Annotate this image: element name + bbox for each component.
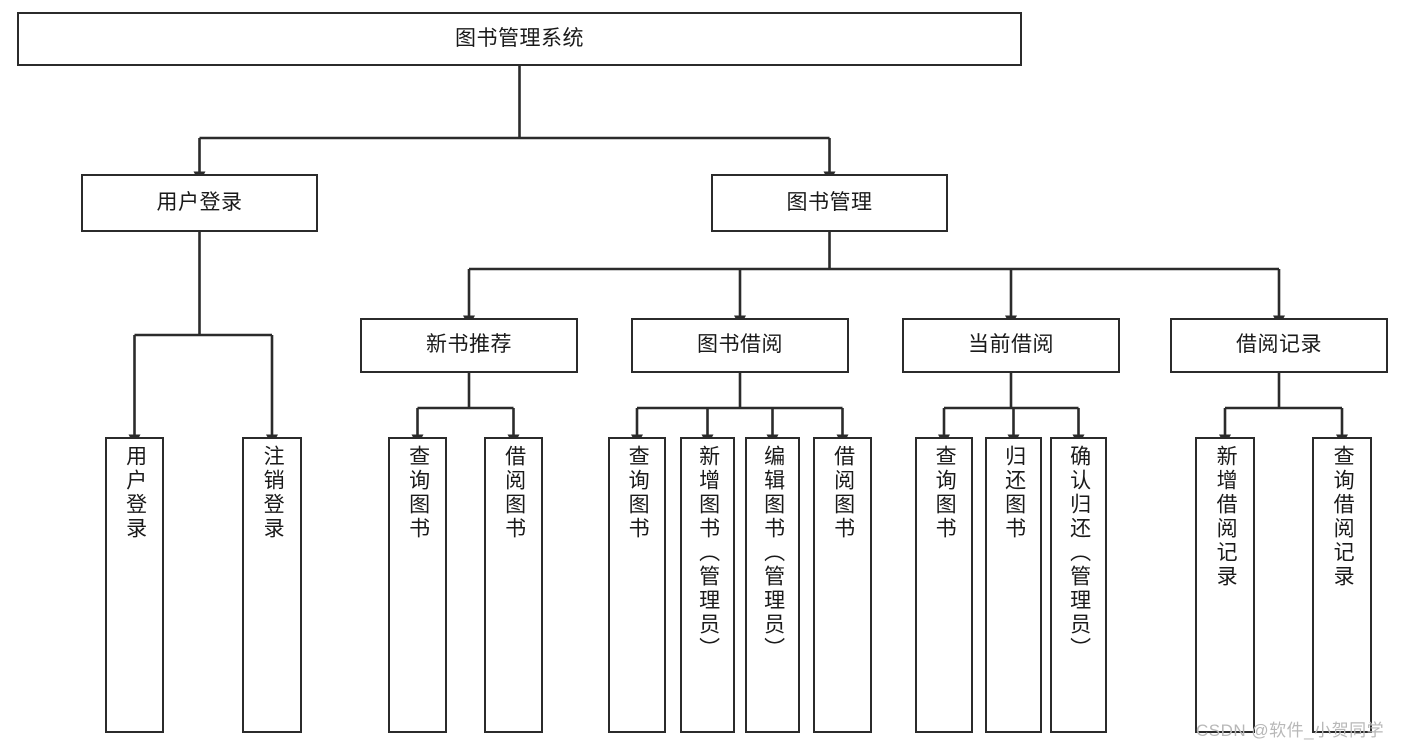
node-label-login-user: 用户登录 (123, 445, 147, 541)
node-login-user[interactable]: 用户登录 (105, 437, 164, 733)
node-label-book-manage: 图书管理 (786, 190, 873, 214)
node-label-bb-add: 新增图书（管理员） (696, 445, 720, 661)
node-label-login-logout: 注销登录 (261, 445, 285, 541)
node-book-borrow[interactable]: 图书借阅 (631, 318, 849, 373)
node-cb-confirm[interactable]: 确认归还（管理员） (1050, 437, 1107, 733)
node-label-cb-query: 查询图书 (933, 445, 957, 541)
node-label-nb-borrow: 借阅图书 (502, 445, 526, 541)
node-book-manage[interactable]: 图书管理 (711, 174, 948, 232)
node-br-add[interactable]: 新增借阅记录 (1195, 437, 1255, 733)
node-bb-query[interactable]: 查询图书 (608, 437, 666, 733)
node-label-book-borrow: 图书借阅 (697, 333, 783, 357)
node-nb-query[interactable]: 查询图书 (388, 437, 447, 733)
node-borrow-record[interactable]: 借阅记录 (1170, 318, 1388, 373)
node-root[interactable]: 图书管理系统 (17, 12, 1022, 66)
node-new-book[interactable]: 新书推荐 (360, 318, 578, 373)
node-label-br-query: 查询借阅记录 (1331, 445, 1355, 589)
node-current-borrow[interactable]: 当前借阅 (902, 318, 1120, 373)
csdn-watermark: CSDN @软件_小贺同学 (1196, 721, 1385, 740)
node-bb-edit[interactable]: 编辑图书（管理员） (745, 437, 800, 733)
node-label-new-book: 新书推荐 (426, 333, 512, 357)
node-label-nb-query: 查询图书 (406, 445, 430, 541)
node-label-root: 图书管理系统 (455, 26, 584, 50)
node-bb-add[interactable]: 新增图书（管理员） (680, 437, 735, 733)
node-label-borrow-record: 借阅记录 (1236, 333, 1322, 357)
node-cb-return[interactable]: 归还图书 (985, 437, 1042, 733)
node-label-bb-edit: 编辑图书（管理员） (761, 445, 785, 661)
node-br-query[interactable]: 查询借阅记录 (1312, 437, 1372, 733)
node-label-bb-borrow: 借阅图书 (831, 445, 855, 541)
node-nb-borrow[interactable]: 借阅图书 (484, 437, 543, 733)
node-label-bb-query: 查询图书 (626, 445, 650, 541)
node-label-br-add: 新增借阅记录 (1214, 445, 1238, 589)
node-bb-borrow[interactable]: 借阅图书 (813, 437, 872, 733)
node-label-user-login: 用户登录 (156, 190, 243, 214)
node-login-logout[interactable]: 注销登录 (242, 437, 302, 733)
node-label-current-borrow: 当前借阅 (968, 333, 1054, 357)
node-user-login[interactable]: 用户登录 (81, 174, 318, 232)
node-label-cb-confirm: 确认归还（管理员） (1067, 445, 1091, 661)
node-cb-query[interactable]: 查询图书 (915, 437, 973, 733)
node-label-cb-return: 归还图书 (1002, 445, 1026, 541)
